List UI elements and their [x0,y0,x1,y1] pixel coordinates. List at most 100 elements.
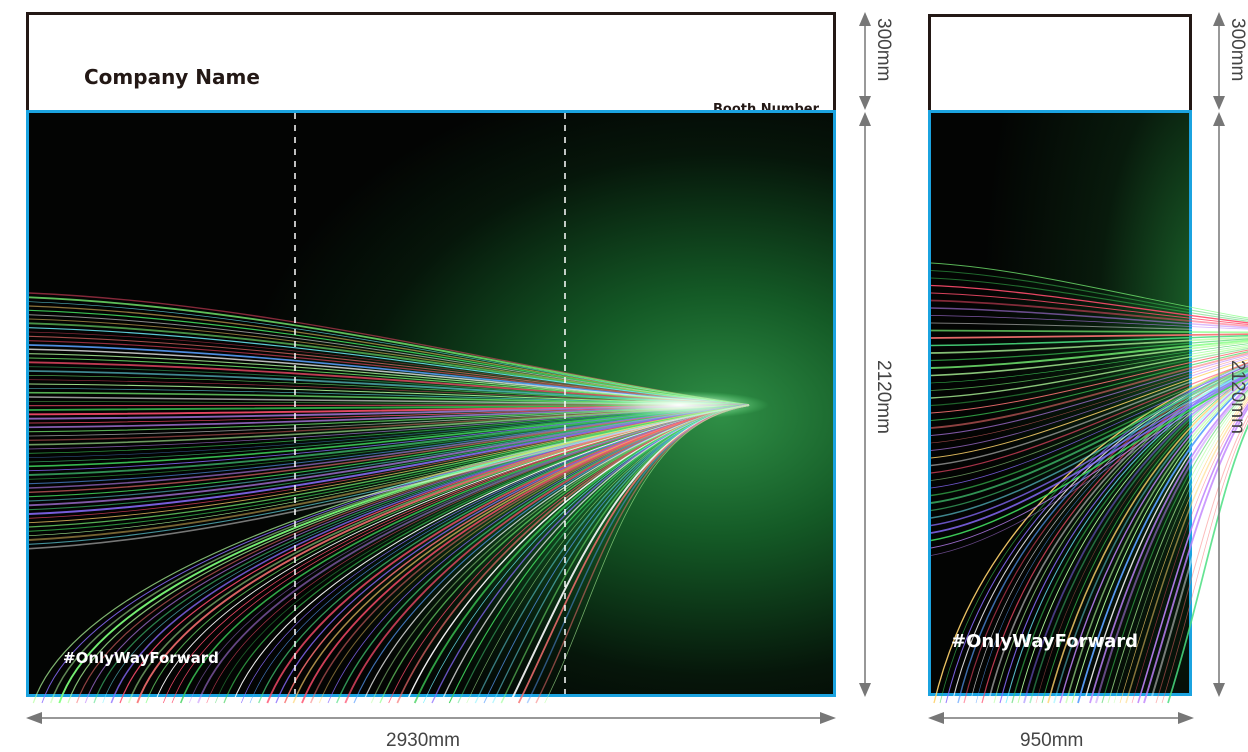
streak-line [1041,375,1248,704]
streak-line [28,404,750,550]
streak-line [933,361,1248,704]
streak-line [1161,419,1248,704]
streak-line [28,404,750,528]
streak-line [28,404,750,536]
streak-line [930,368,1248,504]
streak-line [930,365,1248,489]
streak-line [1011,370,1248,704]
company-name: Company Name [84,65,260,89]
main-header-box: Company Name Booth Number [26,12,836,117]
streak-line [1119,395,1248,704]
streak-line [1029,373,1248,704]
light-streaks-graphic [28,113,833,704]
streak-line [930,322,1248,332]
streak-line [1167,423,1248,704]
streak-line [28,404,750,515]
streak-line [1089,385,1248,704]
streak-line [930,359,1248,459]
side-panel-height-dimension [1213,112,1225,697]
side-header-height-label: 300mm [1227,18,1248,82]
streak-line [1149,409,1248,704]
streak-line [957,364,1248,704]
streak-line [969,365,1248,704]
width-label: 2930mm [386,730,460,751]
streak-line [1143,406,1248,704]
streak-line [930,356,1248,444]
streak-line [1155,414,1248,704]
side-light-streaks-graphic [930,113,1248,704]
streak-line [1017,371,1248,704]
streak-line [544,404,750,704]
side-header-height-dimension [1213,12,1225,110]
header-height-dimension [859,12,871,110]
streak-line [1047,376,1248,704]
streak-line [930,370,1248,512]
streak-line [930,347,1248,407]
streak-line [1077,382,1248,704]
streak-line [28,404,750,532]
width-dimension-line [26,712,836,724]
panel-height-label: 2120mm [873,360,894,434]
streak-line [930,357,1248,451]
streak-line [930,349,1248,414]
streak-line [930,307,1248,329]
side-header-box [928,14,1192,110]
streak-lines [28,292,750,704]
streak-line [999,369,1248,704]
streak-line [1059,378,1248,704]
streak-line [466,404,750,704]
streak-line [1065,379,1248,704]
streak-line [930,269,1248,321]
streak-line [930,362,1248,474]
side-width-label: 950mm [1020,730,1084,751]
streak-line [930,329,1248,334]
streak-line [930,371,1248,519]
panel-height-dimension [859,112,871,697]
streak-line [1125,397,1248,704]
streak-line [1035,374,1248,704]
streak-line [1053,377,1248,704]
header-height-label: 300mm [873,18,894,82]
streak-line [1083,384,1248,704]
streak-line [930,364,1248,481]
streak-line [930,378,1248,549]
streak-line [28,404,750,545]
streak-line [930,339,1248,369]
streak-line [930,352,1248,429]
streak-line [930,292,1248,325]
streak-line [930,373,1248,527]
side-panel-height-label: 2120mm [1227,360,1248,434]
streak-line [930,374,1248,534]
streak-line [448,404,750,704]
streak-line [1137,403,1248,704]
streak-line [1107,391,1248,704]
streak-line [987,367,1248,704]
streak-line [930,262,1248,319]
streak-line [1023,372,1248,704]
streak-line [28,404,750,519]
side-width-dimension-line [928,712,1194,724]
streak-line [930,346,1248,399]
streak-line [930,376,1248,542]
streak-line [930,277,1248,322]
streak-line [930,343,1248,384]
streak-line [930,366,1248,497]
streak-line [930,354,1248,437]
streak-line [930,341,1248,377]
streak-line [945,363,1248,704]
main-graphic-panel: #OnlyWayForward [26,110,836,704]
streak-line [930,334,1248,347]
streak-line [1071,381,1248,704]
streak-line [930,338,1248,362]
streak-line [1113,393,1248,704]
streak-line [1101,389,1248,704]
streak-line [930,380,1248,556]
hashtag-text: #OnlyWayForward [63,649,219,667]
light-core [589,391,769,419]
streak-line [930,299,1248,327]
streak-line [930,360,1248,467]
side-graphic-panel: #OnlyWayForward [928,110,1248,704]
streak-line [930,284,1248,324]
side-hashtag-text: #OnlyWayForward [951,631,1138,652]
streak-line [930,351,1248,422]
